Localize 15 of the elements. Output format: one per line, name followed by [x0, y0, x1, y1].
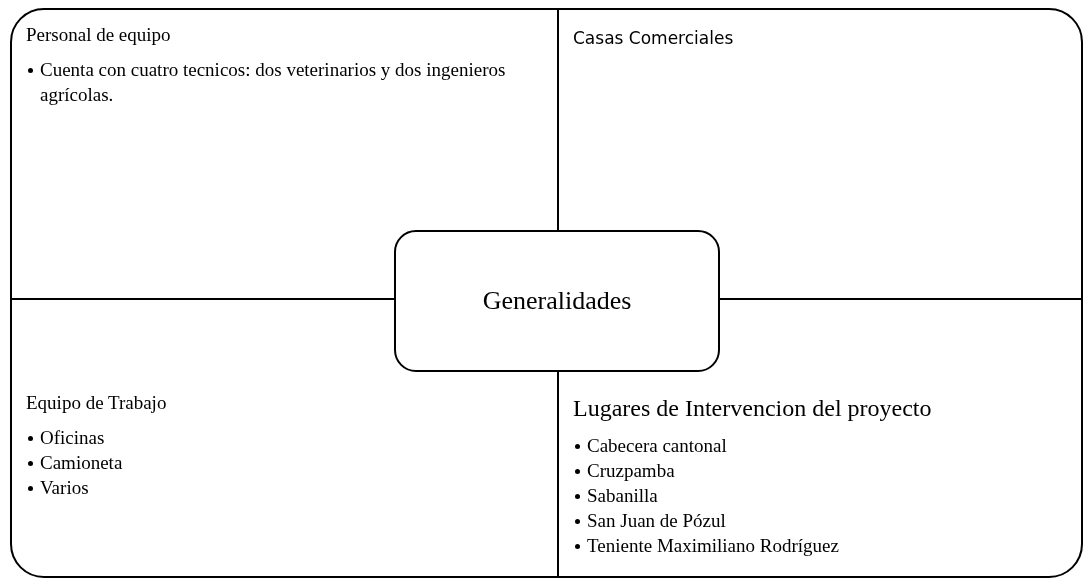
bullet-item: Camioneta [40, 451, 123, 473]
section-heading: Equipo de Trabajo [26, 392, 168, 415]
section-heading: Casas Comerciales [573, 28, 735, 49]
bullet-item: Sabanilla [587, 484, 658, 506]
bullet-item: Cruzpamba [587, 459, 675, 481]
bullet-item: Oficinas [40, 426, 105, 448]
frame-panel [10, 8, 1083, 578]
section-heading: Lugares de Intervencion del proyecto [573, 394, 933, 423]
section-heading: Personal de equipo [26, 24, 172, 47]
bullet-item: San Juan de Pózul [587, 510, 726, 532]
bullet-item: Cuenta con cuatro tecnicos: dos veterinarios y dos ingenieros agrícolas. [40, 58, 506, 105]
bullet-item: Cabecera cantonal [587, 434, 727, 456]
bullet-item: Varios [40, 476, 89, 498]
center-box: Generalidades [394, 230, 720, 372]
bullet-item: Teniente Maximiliano Rodríguez [587, 535, 839, 557]
